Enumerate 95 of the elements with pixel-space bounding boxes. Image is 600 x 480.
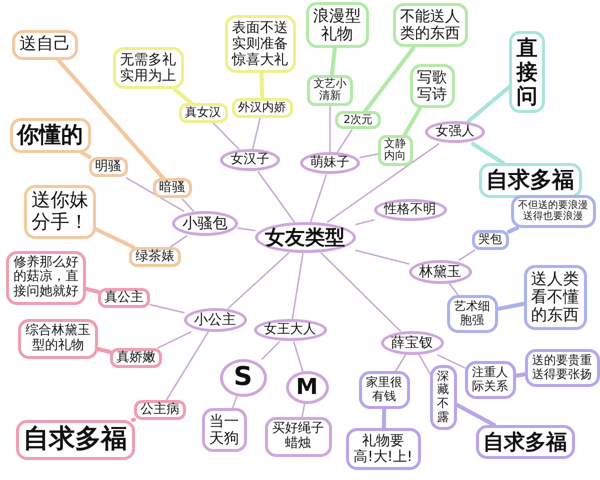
connector-line bbox=[301, 403, 306, 418]
connector-line bbox=[310, 174, 327, 223]
gift-idea-bubble: 送你妹分手！ bbox=[24, 185, 96, 239]
gift-idea-bubble: 综合林黛玉型的礼物 bbox=[18, 319, 98, 359]
connector-line bbox=[292, 252, 304, 320]
connector-line bbox=[326, 143, 440, 223]
branch-label: 2次元 bbox=[335, 110, 381, 130]
connector-line bbox=[156, 331, 192, 349]
category-ellipse: 薛宝钗 bbox=[380, 331, 444, 356]
branch-label: 暗骚 bbox=[152, 178, 192, 198]
gift-idea-bubble: 送的要贵重送得要张扬 bbox=[524, 349, 600, 387]
connector-line bbox=[252, 117, 261, 150]
connector-line bbox=[320, 252, 402, 332]
connector-line bbox=[471, 142, 505, 165]
connector-line bbox=[458, 249, 476, 261]
gift-idea-bubble: 自求多福 bbox=[476, 425, 574, 460]
connector-line bbox=[94, 227, 136, 249]
category-ellipse: 女友类型 bbox=[254, 222, 356, 252]
category-ellipse: 萌妹子 bbox=[300, 152, 360, 174]
connector-line bbox=[228, 252, 290, 309]
gift-idea-bubble: 注重人际关系 bbox=[464, 361, 516, 399]
branch-label: 文静内向 bbox=[378, 134, 412, 166]
gift-idea-bubble: 表面不送实则准备惊喜大礼 bbox=[224, 15, 296, 74]
branch-label: 文艺小清新 bbox=[307, 74, 353, 106]
gift-idea-bubble: 你懂的 bbox=[10, 118, 90, 153]
connector-line bbox=[355, 250, 410, 265]
gift-idea-bubble: 自求多福 bbox=[478, 162, 582, 198]
branch-label: 真女汉 bbox=[178, 103, 228, 123]
connector-line bbox=[293, 341, 304, 372]
gift-idea-bubble: 不能送人类的东西 bbox=[392, 2, 468, 47]
gift-idea-bubble: 写歌写诗 bbox=[410, 64, 454, 108]
category-ellipse: 林黛玉 bbox=[408, 260, 472, 284]
connector-line bbox=[363, 46, 416, 113]
connector-line bbox=[330, 47, 337, 77]
gift-idea-bubble: 家里很有钱 bbox=[358, 371, 410, 409]
connector-line bbox=[437, 354, 466, 369]
category-ellipse: 女强人 bbox=[425, 120, 485, 144]
connector-line bbox=[84, 286, 100, 294]
gift-idea-bubble: 自求多福 bbox=[16, 420, 134, 460]
category-ellipse: 小骚包 bbox=[172, 210, 238, 236]
connector-line bbox=[237, 227, 256, 232]
connector-line bbox=[170, 235, 188, 248]
category-ellipse: 小公主 bbox=[184, 308, 246, 332]
connector-line bbox=[359, 153, 379, 158]
connector-line bbox=[355, 219, 375, 226]
gift-idea-bubble: 送人类看不懂的东西 bbox=[524, 264, 586, 330]
connector-line bbox=[166, 331, 209, 401]
connector-line bbox=[212, 122, 240, 150]
gift-idea-bubble: 当一天狗 bbox=[202, 408, 246, 452]
connector-line bbox=[418, 354, 431, 375]
category-ellipse: 性格不明 bbox=[374, 198, 446, 222]
gift-idea-bubble: 礼物要高!大!上! bbox=[346, 428, 421, 470]
connector-line bbox=[496, 302, 526, 311]
connector-line bbox=[149, 304, 185, 314]
connector-line bbox=[56, 58, 166, 180]
connector-line bbox=[336, 129, 353, 153]
gift-idea-bubble: 深藏不露 bbox=[430, 364, 456, 430]
connector-line bbox=[126, 177, 184, 212]
connector-line bbox=[507, 226, 520, 234]
connector-line bbox=[232, 396, 238, 409]
category-ellipse: 女汉子 bbox=[220, 148, 280, 172]
connector-line bbox=[402, 107, 422, 137]
connector-line bbox=[258, 171, 296, 223]
connector-line bbox=[466, 85, 511, 123]
branch-label: 真娇嫩 bbox=[110, 348, 162, 368]
connector-line bbox=[80, 151, 92, 159]
branch-label: 明骚 bbox=[88, 156, 128, 178]
gift-idea-bubble: 送自己 bbox=[12, 30, 78, 60]
connector-line bbox=[448, 283, 459, 296]
gift-idea-bubble: 买好绳子蜡烛 bbox=[264, 417, 332, 457]
connector-line bbox=[96, 347, 112, 354]
connector-line bbox=[455, 402, 496, 427]
gift-idea-bubble: 不但送的要浪漫送得也要浪漫 bbox=[510, 194, 596, 228]
connector-line bbox=[172, 87, 194, 105]
gift-idea-bubble: 无需多礼实用为上 bbox=[112, 47, 184, 90]
branch-label: 外汉内娇 bbox=[232, 98, 292, 118]
gift-idea-bubble: 艺术细胞强 bbox=[446, 295, 498, 333]
gift-idea-bubble: 修养那么好的菇凉，直接问她就好 bbox=[6, 250, 86, 306]
connector-line bbox=[130, 418, 136, 422]
category-ellipse: S bbox=[220, 359, 266, 397]
branch-label: 哭包 bbox=[472, 230, 508, 250]
branch-label: 公主病 bbox=[134, 400, 186, 420]
category-ellipse: 女王大人 bbox=[254, 318, 326, 342]
connector-line bbox=[182, 198, 194, 212]
category-ellipse: M bbox=[286, 370, 328, 404]
connector-line bbox=[514, 372, 527, 378]
connector-line bbox=[259, 71, 264, 100]
connector-line bbox=[382, 407, 386, 430]
connector-line bbox=[395, 354, 406, 372]
branch-label: 真公主 bbox=[98, 288, 150, 308]
gift-idea-bubble: 直接问 bbox=[509, 31, 545, 114]
connector-line bbox=[262, 341, 280, 360]
connector-line bbox=[329, 105, 331, 153]
gift-idea-bubble: 浪漫型礼物 bbox=[306, 2, 368, 48]
branch-label: 绿茶婊 bbox=[129, 246, 181, 268]
